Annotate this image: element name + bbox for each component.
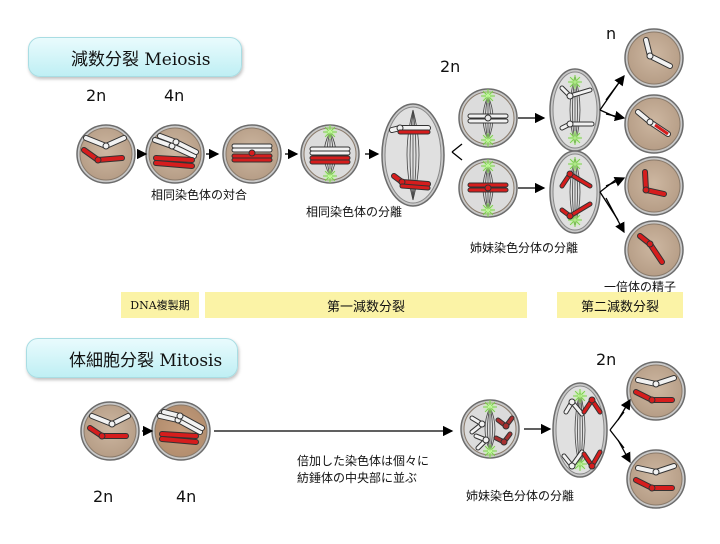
sperm-cell-1: [624, 28, 684, 88]
fork-m1: [609, 411, 625, 449]
meiosis-ploidy-4n: 4n: [164, 86, 185, 105]
meiosis-title: 減数分裂 Meiosis: [28, 37, 242, 77]
arrow-8: [605, 110, 626, 122]
pairing-label: 相同染色体の対合: [151, 188, 248, 202]
alignment-label-line1: 倍加した染色体は個々に: [297, 454, 430, 468]
meiosis-cell-anaphase-i: [381, 103, 445, 207]
meiosis-cell-pairing: [222, 124, 282, 184]
mitosis-cell-2n: [80, 401, 140, 461]
sperm-cell-3: [624, 156, 684, 216]
sperm-cell-2: [624, 94, 684, 154]
fork-2: [599, 83, 619, 119]
arrow-9: [605, 176, 626, 187]
homolog-separation-label: 相同染色体の分離: [306, 205, 403, 219]
mitosis-cell-4n: [151, 401, 211, 461]
arrow-7: [605, 74, 625, 101]
arrow-10: [605, 197, 625, 234]
mitosis-ploidy-2n: 2n: [93, 487, 114, 506]
mitosis-daughter-cell-2: [626, 449, 686, 509]
haploid-sperm-label: 一倍体の精子: [604, 280, 677, 294]
meiosis-ploidy-2n: 2n: [86, 86, 107, 105]
meiosis-cell-metaphase-ii-b: [458, 158, 518, 218]
arrow-m4: [617, 398, 631, 421]
meiosis-cell-anaphase-ii-b: [549, 150, 601, 234]
meiosis-cell-metaphase-i: [300, 124, 360, 184]
second-meiotic-division-band: 第二減数分裂: [557, 292, 683, 318]
mitosis-cell-anaphase: [552, 382, 608, 478]
first-meiotic-division-band: 第一減数分裂: [205, 292, 527, 318]
fork-1: [451, 143, 463, 161]
mitosis-sister-separation-label: 姉妹染色分体の分離: [466, 489, 575, 503]
meiosis-cell-metaphase-ii-a: [458, 88, 518, 148]
meiosis-ploidy-2n-second: 2n: [440, 57, 461, 76]
sister-separation-label: 姉妹染色分体の分離: [470, 241, 579, 255]
meiosis-cell-2n: [76, 124, 136, 184]
arrow-m5: [617, 439, 631, 464]
dna-replication-band: DNA複製期: [121, 292, 199, 318]
meiosis-cell-anaphase-ii-a: [549, 68, 601, 152]
sperm-cell-4: [624, 220, 684, 280]
mitosis-daughter-cell-1: [626, 361, 686, 421]
mitosis-title: 体細胞分裂 Mitosis: [26, 338, 238, 378]
mitosis-cell-metaphase: [460, 399, 520, 459]
mitosis-ploidy-4n: 4n: [176, 487, 197, 506]
mitosis-ploidy-2n-result: 2n: [596, 350, 617, 369]
meiosis-ploidy-n: n: [606, 24, 617, 43]
alignment-label-line2: 紡錘体の中央部に並ぶ: [297, 471, 418, 485]
meiosis-cell-4n: [145, 124, 205, 184]
